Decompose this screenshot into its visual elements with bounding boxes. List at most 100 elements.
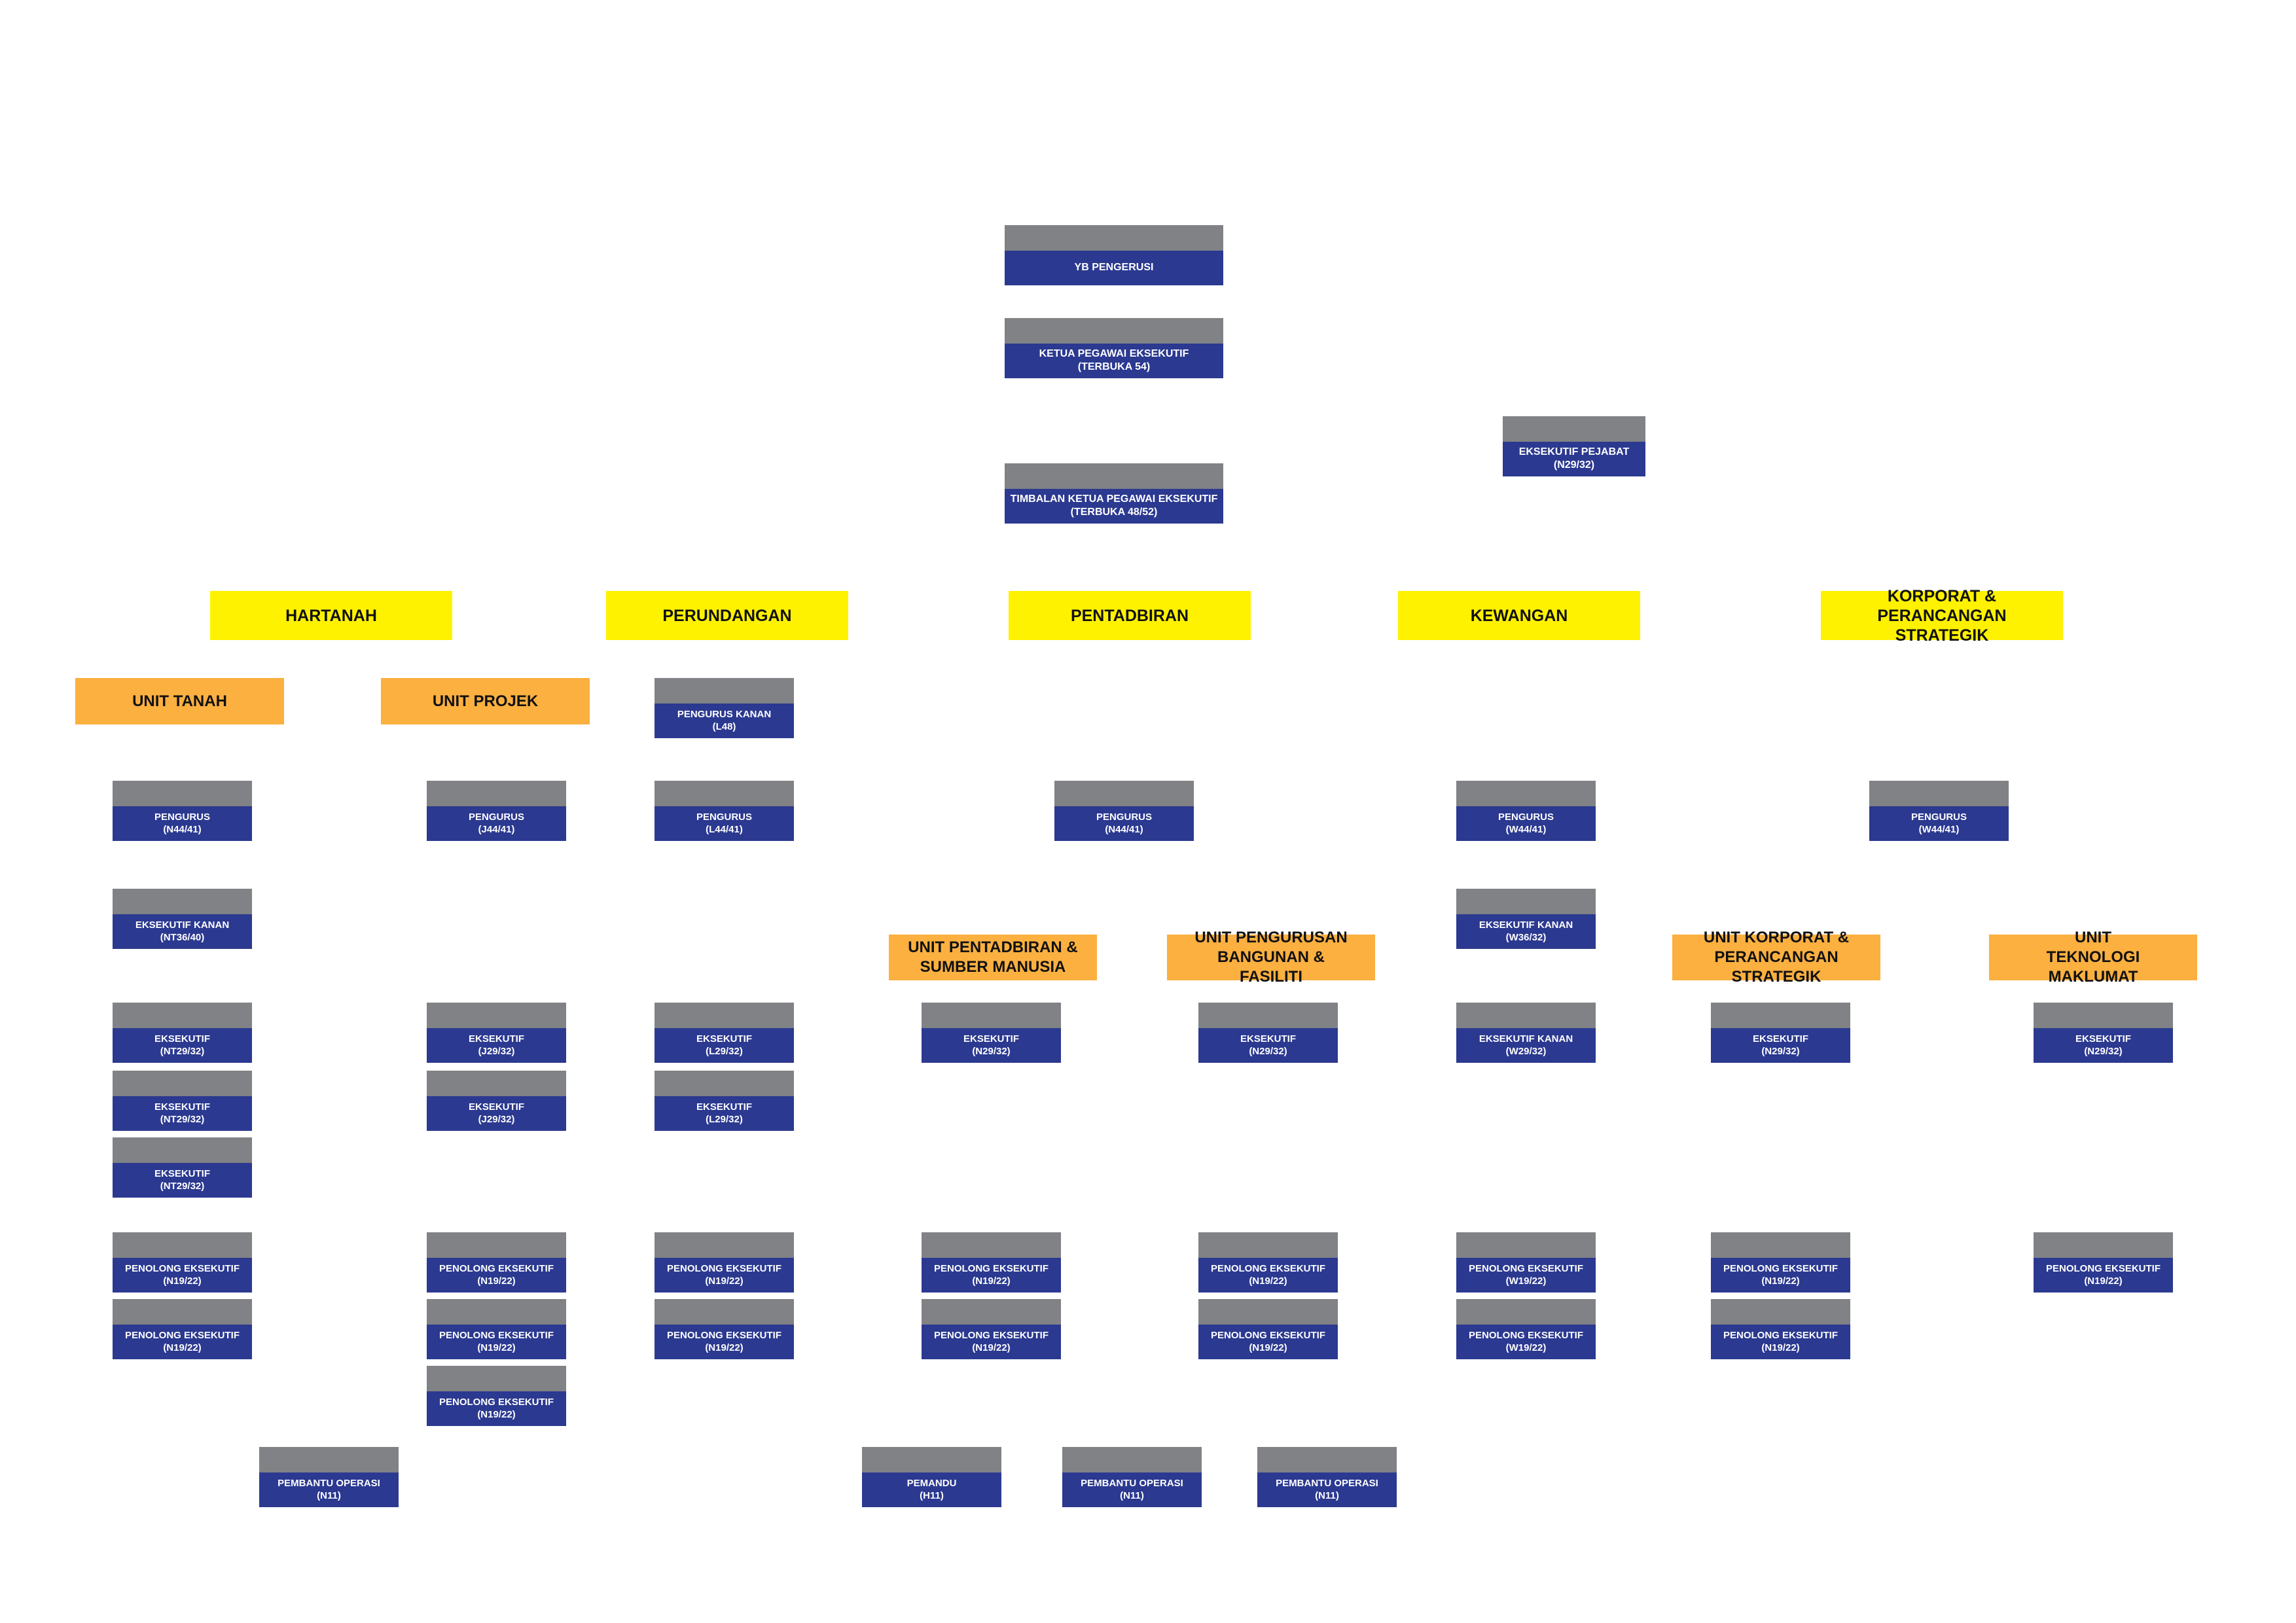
photo-placeholder <box>1503 416 1645 442</box>
post-title: EKSEKUTIF <box>696 1033 752 1044</box>
post-title: PENGURUS <box>1910 811 1967 823</box>
division-perundangan: PERUNDANGAN <box>606 591 848 640</box>
photo-placeholder <box>1005 225 1223 251</box>
position-box: PENOLONG EKSEKUTIF(N19/22) <box>655 1232 794 1293</box>
post-grade: (N19/22) <box>477 1275 516 1287</box>
post-title: TIMBALAN KETUA PEGAWAI EKSEKUTIF <box>1010 493 1218 505</box>
position-box: EKSEKUTIF KANAN(W36/32) <box>1456 889 1596 949</box>
post-title: EKSEKUTIF KANAN <box>1479 919 1573 931</box>
post-grade: (N19/22) <box>477 1409 516 1421</box>
office-exec-box: EKSEKUTIF PEJABAT (N29/32) <box>1503 416 1645 476</box>
position-box: PENOLONG EKSEKUTIF(N19/22) <box>427 1232 566 1293</box>
position-box: PENGURUS(J44/41) <box>427 781 566 841</box>
position-box: PENOLONG EKSEKUTIF(N19/22) <box>113 1232 252 1293</box>
post-grade: (J29/32) <box>478 1114 515 1126</box>
post-grade: (N19/22) <box>1249 1342 1287 1354</box>
photo-placeholder <box>922 1232 1061 1258</box>
post-grade: (TERBUKA 54) <box>1077 361 1151 373</box>
position-box: PENGURUS(W44/41) <box>1456 781 1596 841</box>
photo-placeholder <box>1711 1299 1850 1325</box>
photo-placeholder <box>113 1232 252 1258</box>
position-box: PENGURUS(N44/41) <box>1054 781 1194 841</box>
post-title: PEMANDU <box>906 1477 957 1489</box>
post-title: EKSEKUTIF <box>468 1101 524 1113</box>
post-grade: (N19/22) <box>477 1342 516 1354</box>
post-title: PENOLONG EKSEKUTIF <box>124 1329 240 1341</box>
position-box: PENOLONG EKSEKUTIF(N19/22) <box>1198 1299 1338 1359</box>
post-title: KETUA PEGAWAI EKSEKUTIF <box>1039 348 1189 359</box>
unit-pengurusan-bangunan-fasiliti: UNIT PENGURUSAN BANGUNAN & FASILITI <box>1167 929 1375 986</box>
post-grade: (NT36/40) <box>160 932 205 944</box>
photo-placeholder <box>2034 1232 2173 1258</box>
post-title: EKSEKUTIF <box>154 1168 210 1179</box>
photo-placeholder <box>2034 1003 2173 1028</box>
position-box: PEMANDU(H11) <box>862 1447 1001 1507</box>
photo-placeholder <box>1257 1447 1397 1472</box>
photo-placeholder <box>1062 1447 1202 1472</box>
position-box: EKSEKUTIF(N29/32) <box>2034 1003 2173 1063</box>
photo-placeholder <box>1456 781 1596 806</box>
post-title: PENGURUS <box>154 811 210 823</box>
post-grade: (N19/22) <box>972 1275 1011 1287</box>
post-grade: (L44/41) <box>706 824 743 836</box>
post-title: EKSEKUTIF <box>468 1033 524 1044</box>
photo-placeholder <box>1711 1003 1850 1028</box>
position-box: PENOLONG EKSEKUTIF(N19/22) <box>427 1366 566 1426</box>
unit-korporat-perancangan-strategik: UNIT KORPORAT & PERANCANGAN STRATEGIK <box>1672 929 1880 986</box>
post-title: PENOLONG EKSEKUTIF <box>1210 1262 1325 1274</box>
photo-placeholder <box>655 1232 794 1258</box>
post-grade: (N19/22) <box>705 1275 744 1287</box>
post-grade: (N19/22) <box>1761 1275 1800 1287</box>
post-title: PENOLONG EKSEKUTIF <box>439 1396 554 1408</box>
post-title: EKSEKUTIF PEJABAT <box>1518 446 1630 457</box>
photo-placeholder <box>655 678 794 704</box>
post-title: EKSEKUTIF <box>2075 1033 2131 1044</box>
position-box: EKSEKUTIF(L29/32) <box>655 1071 794 1131</box>
position-box: PENOLONG EKSEKUTIF(N19/22) <box>655 1299 794 1359</box>
photo-placeholder <box>655 1003 794 1028</box>
photo-placeholder <box>427 1366 566 1391</box>
post-grade: (N29/32) <box>1761 1046 1800 1058</box>
post-grade: (NT29/32) <box>160 1114 205 1126</box>
position-box: PENOLONG EKSEKUTIF(W19/22) <box>1456 1299 1596 1359</box>
post-grade: (N44/41) <box>163 824 202 836</box>
post-title: PENGURUS <box>696 811 752 823</box>
post-grade: (N19/22) <box>163 1342 202 1354</box>
post-grade: (L29/32) <box>706 1114 743 1126</box>
position-box: PENOLONG EKSEKUTIF(N19/22) <box>1198 1232 1338 1293</box>
post-grade: (N29/32) <box>972 1046 1011 1058</box>
post-grade: (N19/22) <box>972 1342 1011 1354</box>
post-title: EKSEKUTIF <box>1752 1033 1808 1044</box>
position-box: PEMBANTU OPERASI(N11) <box>259 1447 399 1507</box>
post-title: EKSEKUTIF <box>1240 1033 1296 1044</box>
post-grade: (N11) <box>1315 1490 1339 1502</box>
post-title: PEMBANTU OPERASI <box>1276 1477 1378 1489</box>
post-grade: (N29/32) <box>1553 459 1595 471</box>
unit-projek: UNIT PROJEK <box>381 678 590 724</box>
post-grade: (W19/22) <box>1505 1342 1547 1354</box>
post-title: EKSEKUTIF <box>696 1101 752 1113</box>
photo-placeholder <box>862 1447 1001 1472</box>
photo-placeholder <box>1198 1003 1338 1028</box>
photo-placeholder <box>1456 889 1596 914</box>
photo-placeholder <box>655 1071 794 1096</box>
post-title: PENOLONG EKSEKUTIF <box>1723 1329 1838 1341</box>
post-title: EKSEKUTIF <box>154 1101 210 1113</box>
post-title: EKSEKUTIF <box>963 1033 1019 1044</box>
post-grade: (NT29/32) <box>160 1046 205 1058</box>
deputy-ceo-box: TIMBALAN KETUA PEGAWAI EKSEKUTIF(TERBUKA… <box>1005 463 1223 524</box>
position-box: PENOLONG EKSEKUTIF(N19/22) <box>113 1299 252 1359</box>
photo-placeholder <box>1198 1232 1338 1258</box>
position-box: EKSEKUTIF(NT29/32) <box>113 1003 252 1063</box>
position-box: EKSEKUTIF(NT29/32) <box>113 1137 252 1198</box>
post-title: PENOLONG EKSEKUTIF <box>666 1262 781 1274</box>
photo-placeholder <box>655 781 794 806</box>
position-box: PENGURUS(L44/41) <box>655 781 794 841</box>
position-box: EKSEKUTIF (N29/32) <box>922 1003 1061 1063</box>
post-grade: (H11) <box>920 1490 944 1502</box>
photo-placeholder <box>1711 1232 1850 1258</box>
post-title: PENOLONG EKSEKUTIF <box>124 1262 240 1274</box>
position-box: PEMBANTU OPERASI(N11) <box>1257 1447 1397 1507</box>
post-grade: (W29/32) <box>1505 1046 1547 1058</box>
photo-placeholder <box>922 1299 1061 1325</box>
